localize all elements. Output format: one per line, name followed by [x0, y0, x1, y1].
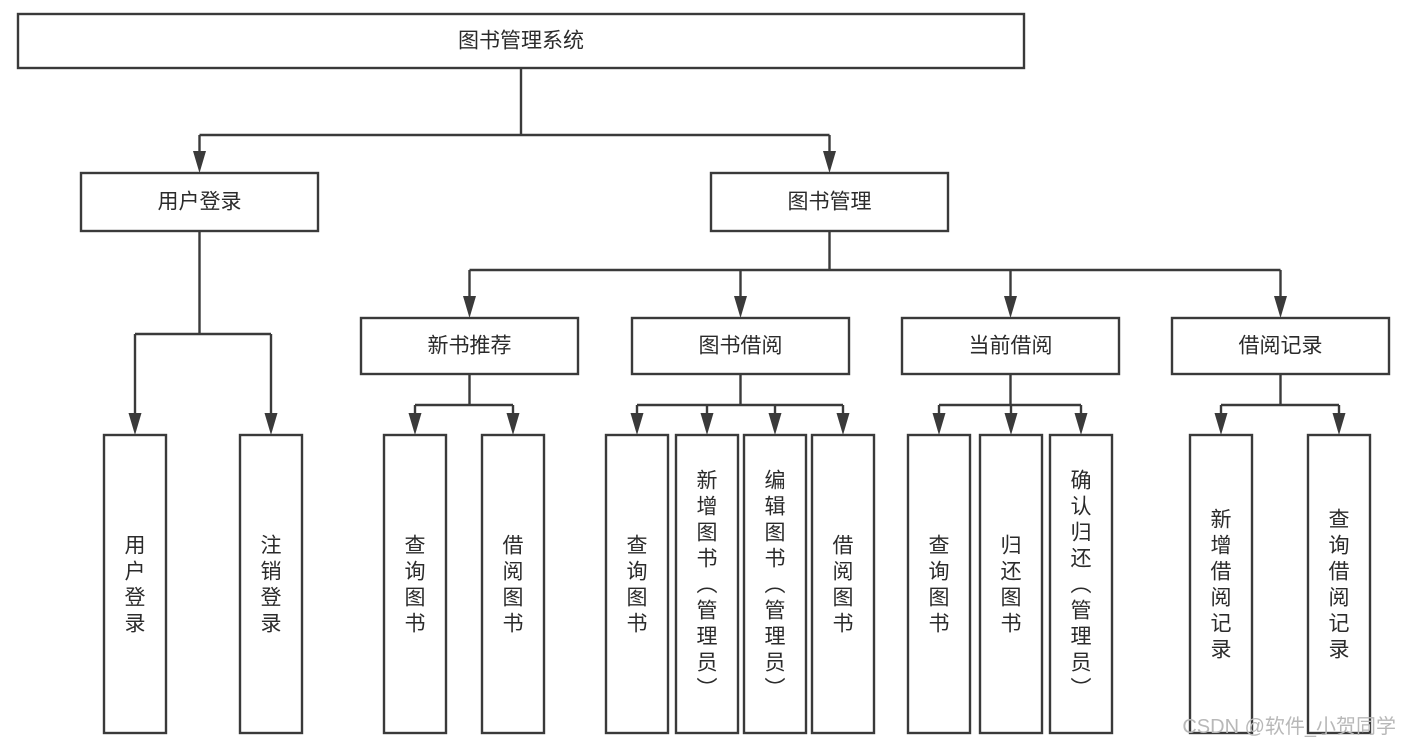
node-label: 用户登录 [158, 191, 242, 214]
node-label: 借阅图书 [833, 534, 854, 635]
node-l_edit_book[interactable]: 编辑图书︵管理员︶ [742, 433, 808, 735]
node-label: 编辑图书︵管理员︶ [765, 469, 786, 700]
node-label: 新增图书︵管理员︶ [697, 469, 718, 700]
arrowhead-icon [1004, 413, 1018, 435]
node-l_query_record[interactable]: 查询借阅记录 [1306, 433, 1372, 735]
connector-group-root [193, 68, 836, 173]
node-box[interactable] [79, 171, 320, 233]
node-label: 图书管理系统 [458, 30, 584, 53]
connector-group-n_new_rec [408, 374, 520, 435]
arrowhead-icon [630, 413, 644, 435]
node-label: 新增借阅记录 [1211, 508, 1232, 661]
node-label: 借阅图书 [503, 534, 524, 635]
node-box[interactable] [382, 433, 448, 735]
node-l_return_book[interactable]: 归还图书 [978, 433, 1044, 735]
node-l_add_record[interactable]: 新增借阅记录 [1188, 433, 1254, 735]
node-box[interactable] [674, 433, 740, 735]
arrowhead-icon [1004, 296, 1017, 318]
connector-group-n_records [1214, 374, 1346, 435]
node-layer: 图书管理系统用户登录图书管理新书推荐图书借阅当前借阅借阅记录用户登录注销登录查询… [16, 12, 1391, 735]
node-box[interactable] [16, 12, 1026, 70]
node-box[interactable] [1188, 433, 1254, 735]
node-root[interactable]: 图书管理系统 [16, 12, 1026, 70]
node-box[interactable] [906, 433, 972, 735]
arrowhead-icon [1274, 296, 1287, 318]
node-label: 确认归还︵管理员︶ [1071, 469, 1092, 700]
arrowhead-icon [836, 413, 850, 435]
connector-group-n_user_login [128, 231, 278, 435]
node-l_borrow_book_b[interactable]: 借阅图书 [810, 433, 876, 735]
node-n_user_login[interactable]: 用户登录 [79, 171, 320, 233]
node-n_records[interactable]: 借阅记录 [1170, 316, 1391, 376]
node-label: 用户登录 [125, 534, 146, 635]
node-n_current[interactable]: 当前借阅 [900, 316, 1121, 376]
arrowhead-icon [128, 413, 142, 435]
node-box[interactable] [480, 433, 546, 735]
node-box[interactable] [810, 433, 876, 735]
arrowhead-icon [1332, 413, 1346, 435]
connector-group-n_borrow [630, 374, 850, 435]
node-n_book_mgmt[interactable]: 图书管理 [709, 171, 950, 233]
node-l_user_login[interactable]: 用户登录 [102, 433, 168, 735]
arrowhead-icon [1214, 413, 1228, 435]
node-label: 归还图书 [1001, 534, 1022, 635]
node-label: 新书推荐 [428, 335, 512, 358]
node-label: 图书管理 [788, 191, 872, 214]
node-label: 借阅记录 [1239, 335, 1323, 358]
node-box[interactable] [709, 171, 950, 233]
node-n_new_rec[interactable]: 新书推荐 [359, 316, 580, 376]
node-l_add_book[interactable]: 新增图书︵管理员︶ [674, 433, 740, 735]
arrowhead-icon [506, 413, 520, 435]
node-box[interactable] [359, 316, 580, 376]
node-box[interactable] [1306, 433, 1372, 735]
arrowhead-icon [932, 413, 946, 435]
node-box[interactable] [978, 433, 1044, 735]
arrowhead-icon [264, 413, 278, 435]
node-box[interactable] [604, 433, 670, 735]
node-label: 图书借阅 [699, 335, 783, 358]
node-l_borrow_book_a[interactable]: 借阅图书 [480, 433, 546, 735]
node-n_borrow[interactable]: 图书借阅 [630, 316, 851, 376]
node-box[interactable] [742, 433, 808, 735]
connector-group-n_current [932, 374, 1088, 435]
node-box[interactable] [1048, 433, 1114, 735]
arrowhead-icon [193, 151, 206, 173]
node-label: 查询图书 [929, 534, 950, 635]
node-label: 查询借阅记录 [1329, 508, 1350, 661]
node-label: 查询图书 [627, 534, 648, 635]
arrowhead-icon [463, 296, 476, 318]
arrowhead-icon [1074, 413, 1088, 435]
node-l_user_logout[interactable]: 注销登录 [238, 433, 304, 735]
node-box[interactable] [630, 316, 851, 376]
arrowhead-icon [768, 413, 782, 435]
node-label: 查询图书 [405, 534, 426, 635]
node-label: 注销登录 [261, 534, 282, 635]
node-label: 当前借阅 [969, 335, 1053, 358]
node-box[interactable] [1170, 316, 1391, 376]
node-l_query_book_c[interactable]: 查询图书 [906, 433, 972, 735]
csdn-watermark: CSDN @软件_小贺同学 [1182, 715, 1396, 738]
arrowhead-icon [823, 151, 836, 173]
node-l_query_book_b[interactable]: 查询图书 [604, 433, 670, 735]
node-l_confirm_return[interactable]: 确认归还︵管理员︶ [1048, 433, 1114, 735]
node-box[interactable] [900, 316, 1121, 376]
node-box[interactable] [102, 433, 168, 735]
connector-group-n_book_mgmt [463, 231, 1287, 318]
arrowhead-icon [700, 413, 714, 435]
connector-layer [128, 68, 1346, 435]
node-box[interactable] [238, 433, 304, 735]
arrowhead-icon [408, 413, 422, 435]
arrowhead-icon [734, 296, 747, 318]
node-l_query_book_a[interactable]: 查询图书 [382, 433, 448, 735]
